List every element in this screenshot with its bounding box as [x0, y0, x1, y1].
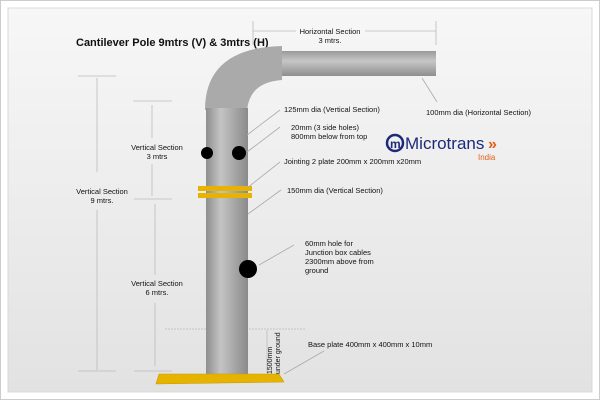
leader-lines [246, 77, 438, 375]
junction-box-hole [239, 260, 257, 278]
logo-name: Microtrans [405, 134, 484, 153]
jointing-plate-label: Jointing 2 plate 200mm x 200mm x20mm [284, 157, 421, 166]
horizontal-dia-label: 100mm dia (Horizontal Section) [426, 108, 532, 117]
logo-sub: India [478, 153, 496, 162]
joint-plate-bottom [198, 193, 252, 198]
chevrons-icon: » [488, 136, 497, 153]
side-hole [201, 147, 213, 159]
pole-elbow [205, 46, 282, 110]
joint-plate-top [198, 186, 252, 191]
horizontal-pipe [280, 51, 436, 76]
base-plate [155, 373, 285, 385]
microtrans-logo: m Microtrans » India [385, 133, 497, 162]
svg-text:m: m [390, 137, 401, 151]
base-plate-label: Base plate 400mm x 400mm x 10mm [308, 340, 432, 349]
vertical-dia-125-label: 125mm dia (Vertical Section) [284, 105, 380, 114]
side-hole [232, 146, 246, 160]
vertical-dia-150-label: 150mm dia (Vertical Section) [287, 186, 383, 195]
side-holes-label: 20mm (3 side holes)800mm below from top [291, 123, 367, 141]
underground-label: 1500mmunder ground [267, 332, 282, 374]
diagram-title: Cantilever Pole 9mtrs (V) & 3mtrs (H) [76, 37, 269, 49]
